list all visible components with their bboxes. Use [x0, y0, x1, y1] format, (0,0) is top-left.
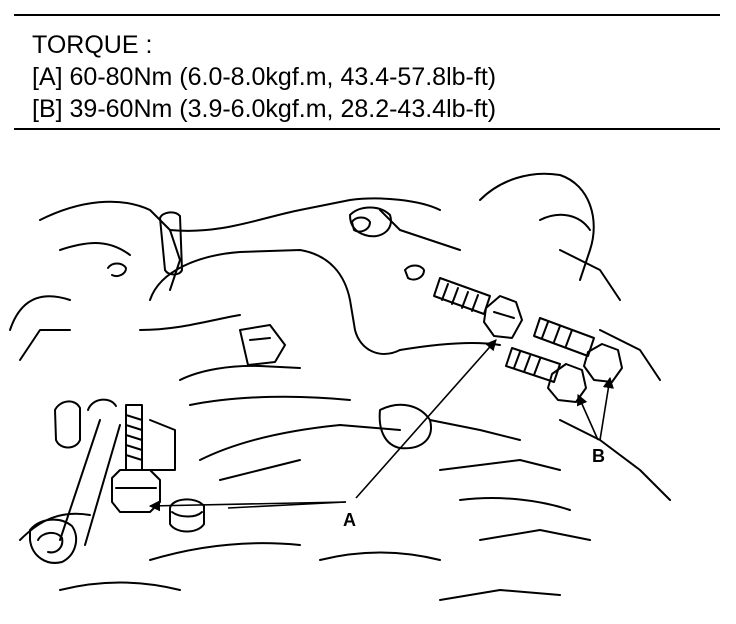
torque-spec-b: [B] 39-60Nm (3.9-6.0kgf.m, 28.2-43.4lb-f… — [32, 95, 497, 123]
torque-spec-a: [A] 60-80Nm (6.0-8.0kgf.m, 43.4-57.8lb-f… — [32, 63, 497, 91]
callout-leaders — [148, 339, 614, 512]
engine-housing — [9, 172, 671, 601]
bolt-a-horizontal — [433, 277, 523, 339]
mount-holes — [351, 216, 425, 281]
callout-label-b: B — [592, 446, 605, 466]
left-mount-arm — [29, 398, 176, 564]
torque-spec-box: TORQUE : [A] 60-80Nm (6.0-8.0kgf.m, 43.4… — [14, 14, 720, 130]
torque-heading: TORQUE : — [32, 31, 153, 59]
washer — [169, 498, 205, 533]
callout-label-a: A — [343, 510, 356, 530]
mount-bracket — [107, 211, 286, 366]
bolts-b — [505, 317, 623, 403]
